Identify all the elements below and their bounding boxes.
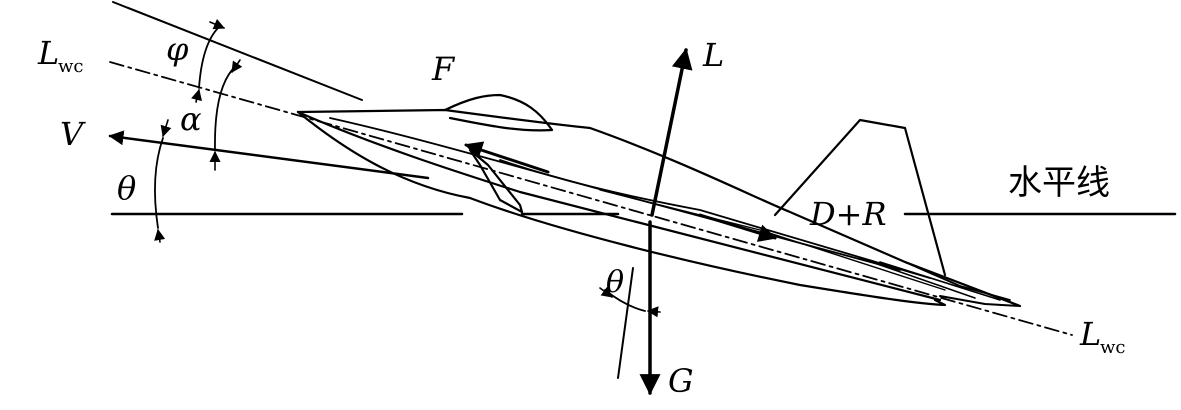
label-phi: φ [166,30,189,68]
reference-line [112,1,363,101]
velocity-vector [108,130,430,180]
drag-vector [698,213,777,242]
svg-text:wc: wc [1100,337,1126,358]
label-horizon: 水平线 [1008,163,1110,203]
lift-vector [650,47,693,217]
svg-text:wc: wc [58,56,84,77]
label-gravity: G [668,362,694,400]
theta-bottom-arrow-a [599,286,613,298]
tilted-reference-line [617,267,634,379]
label-lift: L [702,36,724,74]
thrust-vector [464,141,550,174]
label-theta-left: θ [117,169,136,207]
label-alpha: α [180,100,202,138]
angle-arcs [154,18,243,243]
label-drag: D+R [809,195,887,233]
label-theta-bottom: θ [606,265,624,300]
svg-text:L: L [1079,315,1101,353]
svg-text:L: L [37,34,59,72]
label-velocity: V [60,115,86,153]
label-thrust: F [431,50,456,88]
theta-bottom-arrow-b [646,306,661,318]
label-axis-upper: L wc [37,34,84,77]
label-axis-lower: L wc [1079,315,1126,358]
aircraft-outline [296,93,1022,308]
body-axis-line [109,61,1073,336]
